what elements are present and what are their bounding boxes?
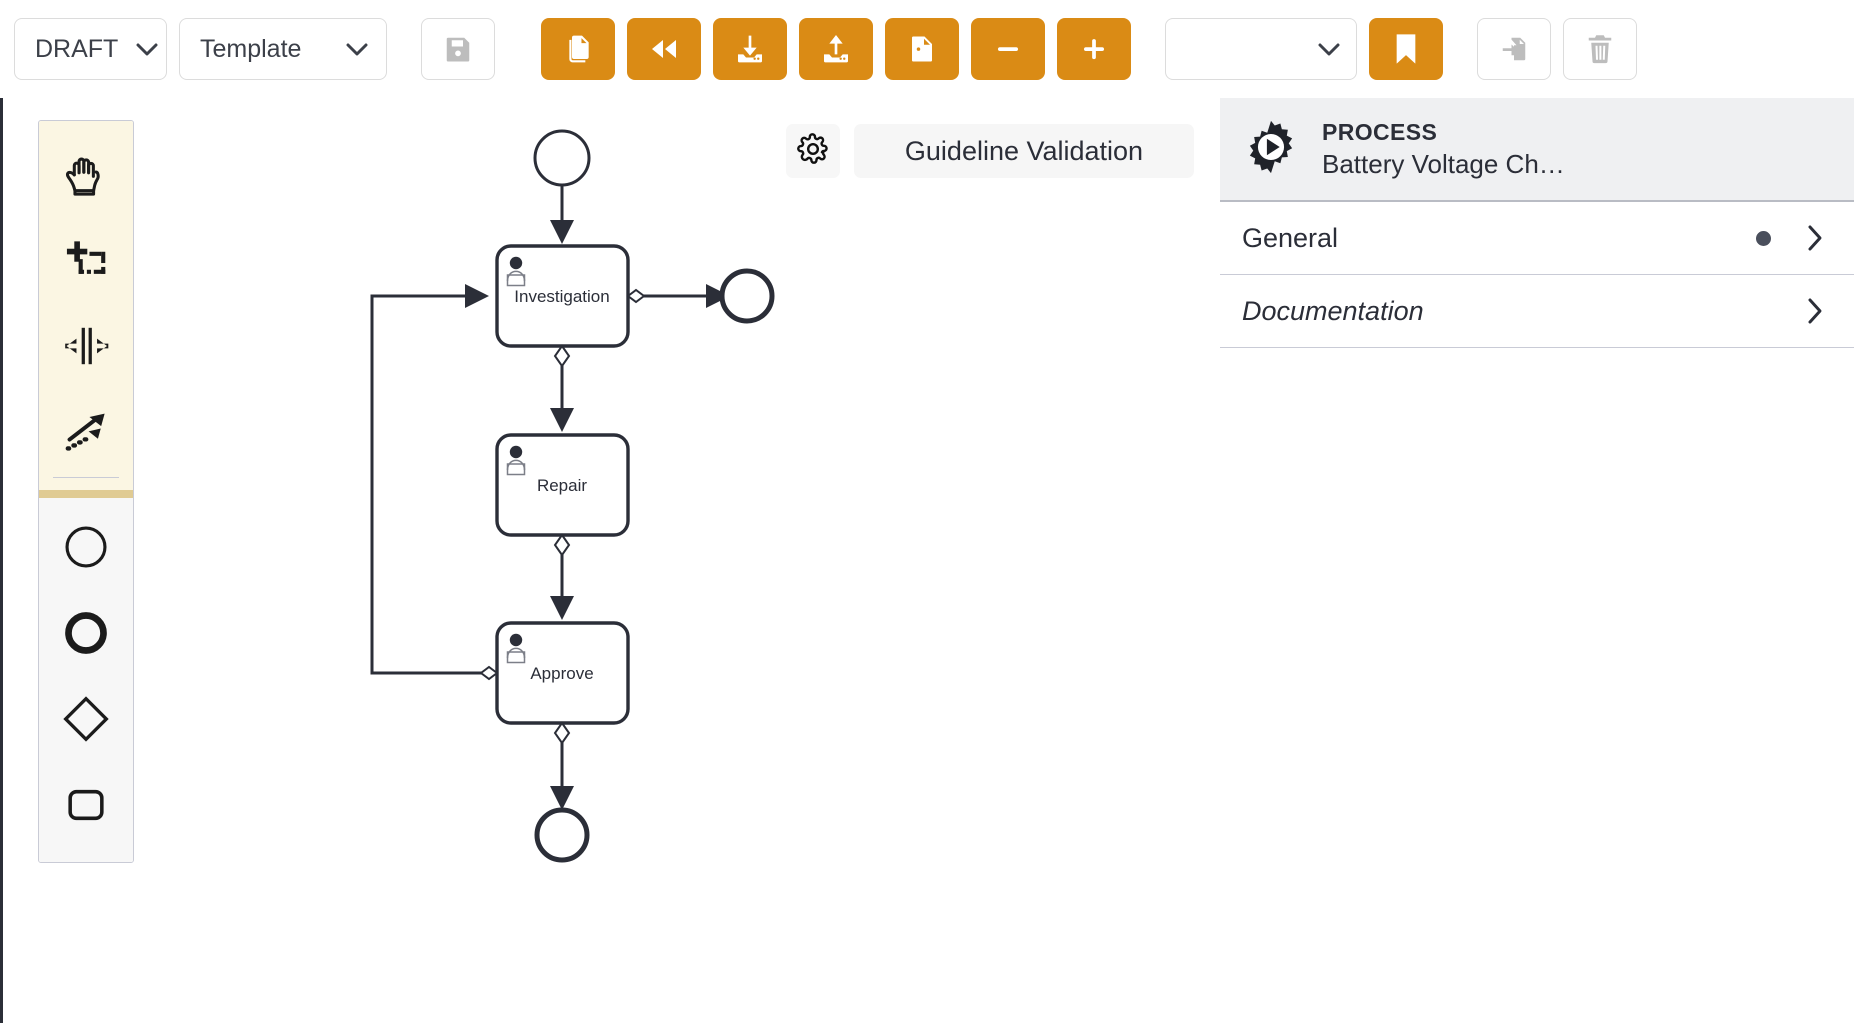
bpmn-flow-investigation-repair [550,344,574,432]
extra-select[interactable] [1165,18,1357,80]
bpmn-flow-approve-end [550,721,574,810]
upload-button[interactable] [799,18,873,80]
status-dot [1756,230,1771,246]
hand-icon [60,148,112,200]
space-tool-icon [60,320,112,372]
properties-row-label: General [1242,222,1339,253]
lasso-select-icon [60,234,112,286]
canvas-title-row: Guideline Validation [786,124,1194,178]
create-gateway[interactable] [39,676,133,762]
bpmn-start-event [533,129,591,187]
lasso-tool[interactable] [39,217,133,303]
properties-title-label: Battery Voltage Ch… [1322,148,1565,179]
properties-row-documentation[interactable]: Documentation [1220,275,1854,348]
create-end-event[interactable] [39,590,133,676]
hand-tool[interactable] [39,131,133,217]
bpmn-task-approve: Approve [495,621,630,725]
task-label: Investigation [514,287,609,306]
download-button[interactable] [713,18,787,80]
rewind-button[interactable] [627,18,701,80]
connect-arrows-icon [60,406,112,458]
chevron-right-icon [1807,297,1824,325]
palette-shapes-group [39,498,133,862]
process-name-field[interactable]: Guideline Validation [854,124,1194,178]
bpmn-end-event-bottom [534,807,590,863]
properties-kind-label: PROCESS [1322,118,1438,145]
zoom-out-button[interactable] [971,18,1045,80]
properties-row-general[interactable]: General [1220,202,1854,275]
top-toolbar: DRAFT Template [0,0,1854,98]
bpmn-canvas[interactable]: Investigation [140,98,1240,1023]
user-task-icon [506,256,526,287]
task-rounded-rect-icon [61,780,111,830]
zoom-in-button[interactable] [1057,18,1131,80]
status-select[interactable]: DRAFT [14,18,167,80]
chevron-down-icon [1318,43,1340,56]
start-event-circle-icon [61,522,111,572]
user-task-icon [506,445,526,476]
editor-stage: Investigation [0,98,1854,1023]
create-start-event[interactable] [39,504,133,590]
bpmn-end-event-right [719,268,775,324]
bpmn-task-investigation: Investigation [495,244,630,348]
create-task[interactable] [39,762,133,848]
gear-icon [796,132,830,171]
bpmn-flow-approve-investigation [370,284,499,681]
bpmn-task-repair: Repair [495,433,630,537]
import-file-button[interactable] [1477,18,1551,80]
end-event-circle-icon [61,608,111,658]
global-connect-tool[interactable] [39,389,133,475]
task-label: Approve [530,664,593,683]
palette-divider [53,477,119,478]
status-select-value: DRAFT [35,34,119,63]
chevron-down-icon [346,43,368,56]
palette-tools-group [39,121,133,498]
properties-panel: PROCESS Battery Voltage Ch… General Docu… [1220,98,1854,348]
task-label: Repair [537,476,587,495]
bpmn-palette [38,120,134,863]
diagram-settings-button[interactable] [786,124,840,178]
chevron-down-icon [136,43,158,56]
gateway-diamond-icon [61,694,111,744]
save-button[interactable] [421,18,495,80]
bpmn-flow-repair-approve [550,533,574,620]
properties-panel-header: PROCESS Battery Voltage Ch… [1220,98,1854,202]
type-select-value: Template [200,34,302,63]
user-task-icon [506,633,526,664]
bpmn-flow-investigation-end [626,284,730,308]
space-tool[interactable] [39,303,133,389]
export-image-button[interactable] [885,18,959,80]
duplicate-button[interactable] [541,18,615,80]
bookmark-button[interactable] [1369,18,1443,80]
process-gear-play-icon [1242,118,1300,181]
chevron-right-icon [1807,224,1824,252]
type-select[interactable]: Template [179,18,387,80]
stage-left-rule [0,98,3,1023]
properties-row-label: Documentation [1242,295,1424,326]
delete-button[interactable] [1563,18,1637,80]
